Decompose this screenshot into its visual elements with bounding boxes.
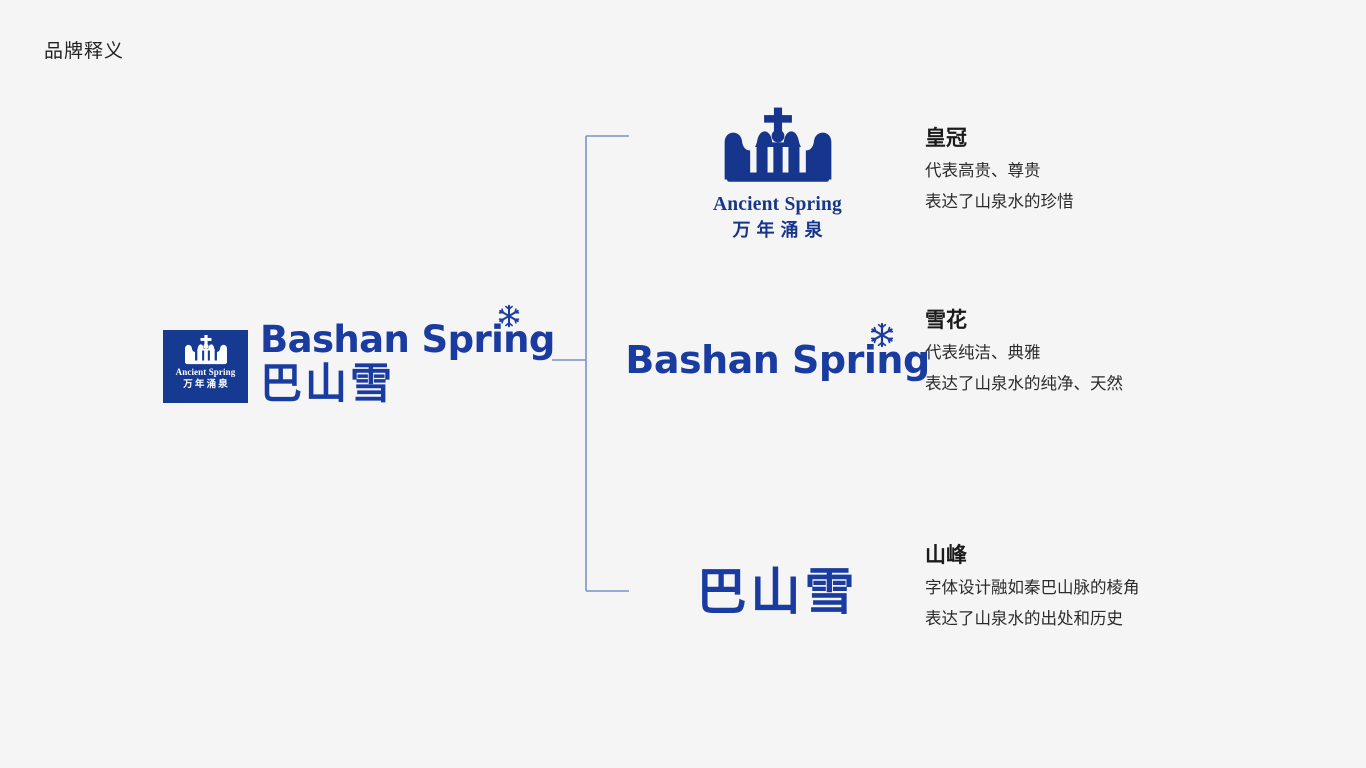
master-logo-lockup: Ancient Spring 万年涌泉 Bashan Spring — [163, 300, 555, 420]
logo-badge: Ancient Spring 万年涌泉 — [163, 330, 248, 403]
chinese-wordmark-visual: 巴山雪 — [650, 532, 905, 652]
element-line: 表达了山泉水的珍惜 — [925, 192, 1074, 211]
connector-bracket — [552, 135, 629, 592]
element-line: 表达了山泉水的纯净、天然 — [925, 374, 1123, 393]
element-title: 山峰 — [925, 544, 967, 567]
bashanxue-wordmark: 巴山雪 — [696, 563, 859, 621]
element-line: 字体设计融如秦巴山脉的棱角 — [925, 579, 1140, 597]
crown-mark-english: Ancient Spring — [712, 193, 843, 215]
element-line: 表达了山泉水的出处和历史 — [925, 609, 1123, 628]
snowflake-icon — [870, 322, 893, 348]
crown-description-block: 皇冠 代表高贵、尊贵 表达了山泉水的珍惜 — [925, 128, 1345, 210]
crown-icon — [724, 107, 831, 182]
badge-chinese-text: 万年涌泉 — [183, 379, 230, 390]
badge-english-text: Ancient Spring — [175, 367, 236, 377]
english-wordmark-visual: Bashan Spring — [625, 300, 930, 420]
logo-wordmark-group: Bashan Spring — [260, 304, 555, 408]
element-title: 雪花 — [925, 309, 967, 332]
element-line: 代表纯洁、典雅 — [925, 344, 1041, 362]
element-title: 皇冠 — [925, 127, 967, 150]
crown-icon — [184, 335, 227, 365]
snowflake-icon — [498, 304, 520, 328]
logo-chinese-wordmark: 巴山雪 — [260, 359, 396, 408]
page-title: 品牌释义 — [44, 41, 125, 62]
mountain-description-block: 山峰 字体设计融如秦巴山脉的棱角 表达了山泉水的出处和历史 — [925, 545, 1345, 627]
snowflake-description-block: 雪花 代表纯洁、典雅 表达了山泉水的纯净、天然 — [925, 310, 1345, 392]
element-line: 代表高贵、尊贵 — [925, 162, 1041, 180]
crown-mark-chinese: 万年涌泉 — [732, 220, 829, 241]
crown-mark-visual: Ancient Spring 万年涌泉 — [650, 107, 905, 241]
